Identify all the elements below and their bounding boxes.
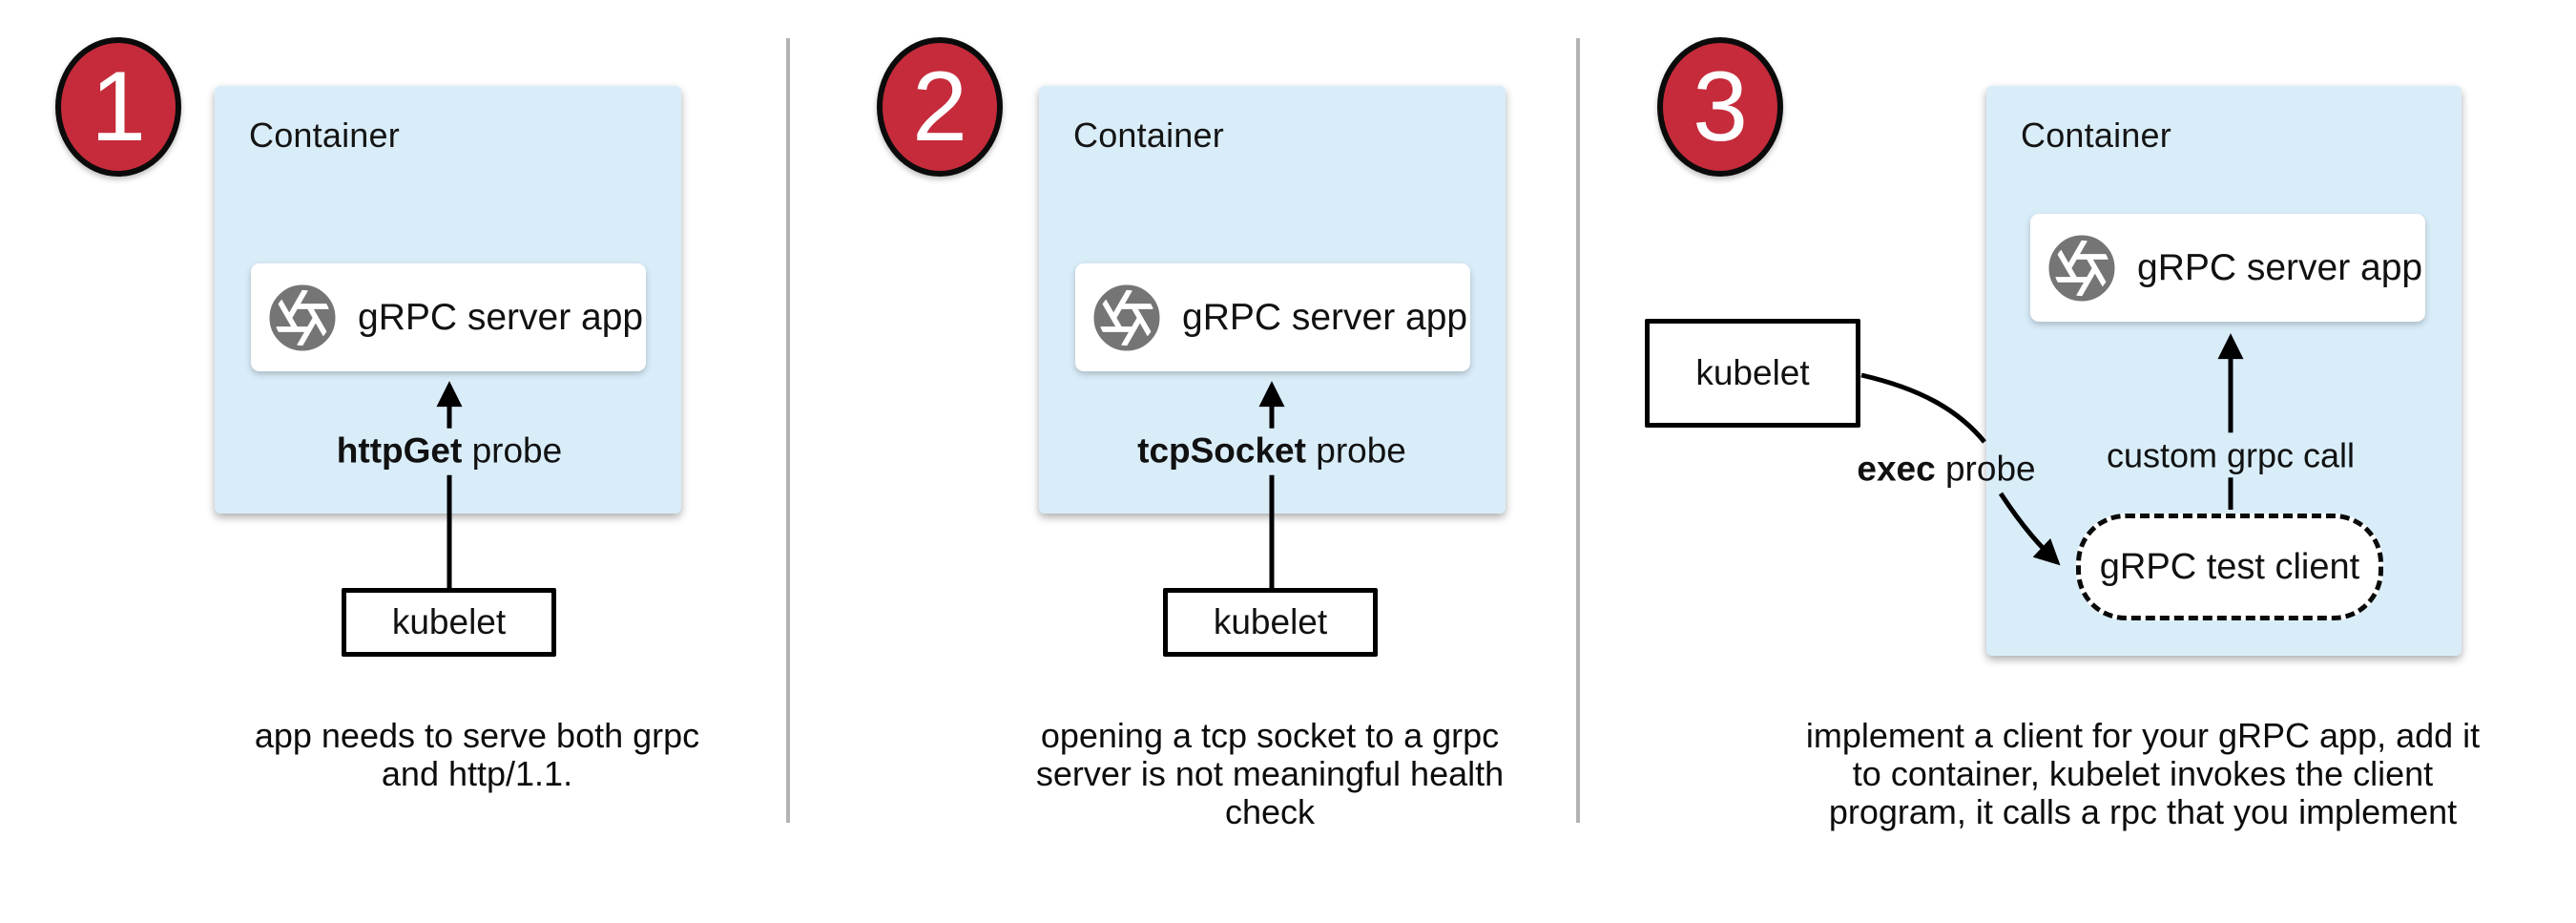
kubelet-box-1: kubelet [342, 588, 556, 657]
aperture-icon [1093, 283, 1160, 351]
grpc-server-app-label: gRPC server app [358, 296, 644, 338]
caption-3: implement a client for your gRPC app, ad… [1805, 716, 2481, 831]
grpc-server-app-box-2: gRPC server app [1075, 263, 1470, 371]
probe-label-3: exec probe [1857, 449, 2036, 489]
step-badge-3: 3 [1657, 37, 1783, 177]
kubelet-label: kubelet [1213, 602, 1328, 641]
container-label-1: Container [249, 115, 400, 155]
custom-grpc-call-label: custom grpc call [2096, 432, 2365, 478]
step-badge-2: 2 [877, 37, 1003, 177]
container-label-2: Container [1073, 115, 1224, 155]
grpc-server-app-label: gRPC server app [2137, 246, 2423, 288]
container-label-3: Container [2021, 115, 2171, 155]
grpc-server-app-box-1: gRPC server app [251, 263, 646, 371]
kubelet-label: kubelet [391, 602, 507, 641]
aperture-icon [269, 283, 336, 351]
kubelet-label: kubelet [1695, 353, 1810, 392]
probe-label-2: tcpSocket probe [1126, 428, 1418, 475]
kubelet-box-3: kubelet [1645, 319, 1860, 428]
probe-label-1: httpGet probe [324, 428, 574, 475]
exec-probe-curve-upper [1860, 372, 1986, 444]
grpc-server-app-label: gRPC server app [1182, 296, 1468, 338]
panel-divider-2 [1576, 38, 1580, 823]
panel-divider-1 [786, 38, 790, 823]
step-badge-1: 1 [55, 37, 181, 177]
aperture-icon [2048, 234, 2115, 302]
step-number-1: 1 [91, 52, 146, 162]
caption-1: app needs to serve both grpc and http/1.… [254, 716, 700, 793]
grpc-test-client-box: gRPC test client [2076, 514, 2383, 620]
step-number-3: 3 [1693, 52, 1748, 162]
grpc-test-client-label: gRPC test client [2099, 546, 2360, 587]
grpc-server-app-box-3: gRPC server app [2030, 214, 2425, 322]
caption-2: opening a tcp socket to a grpc server is… [1035, 716, 1505, 831]
step-number-2: 2 [912, 52, 967, 162]
kubelet-box-2: kubelet [1163, 588, 1378, 657]
